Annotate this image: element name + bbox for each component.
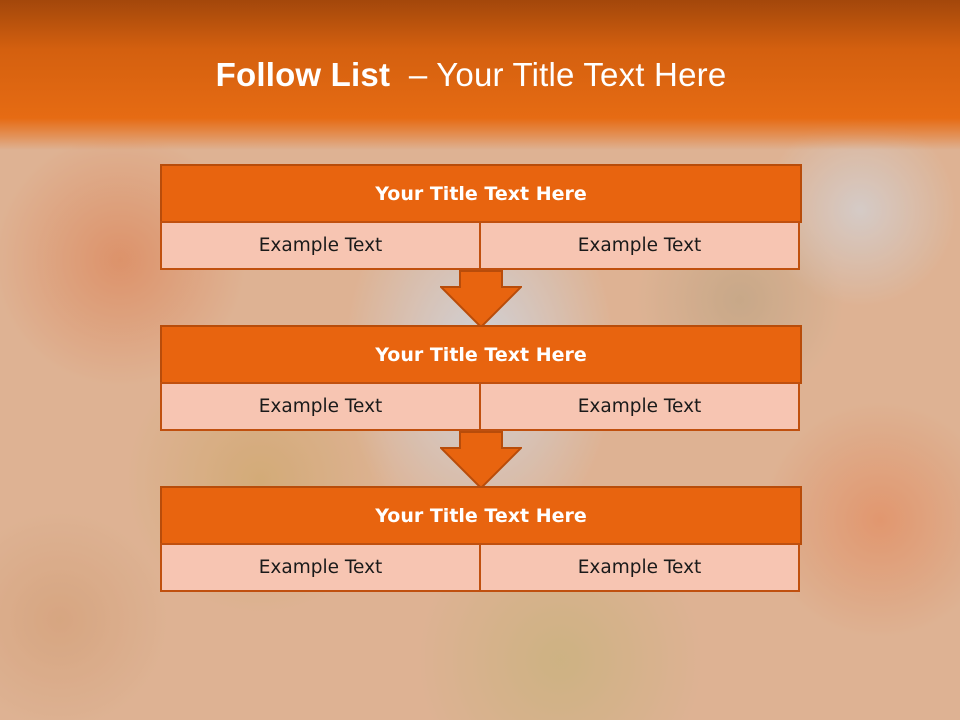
flow-step-2: Your Title Text Here Example Text Exampl… [160,325,802,431]
step-text-right: Example Text [479,221,800,270]
step-title: Your Title Text Here [160,486,802,545]
flow-step-3: Your Title Text Here Example Text Exampl… [160,486,802,592]
step-title: Your Title Text Here [160,325,802,384]
flow-step-1: Your Title Text Here Example Text Exampl… [160,164,802,270]
slide-title-bold: Follow List [215,56,391,93]
down-arrow-icon [440,270,522,328]
step-title: Your Title Text Here [160,164,802,223]
header-band [0,0,960,150]
slide-title: Follow List – Your Title Text Here [0,56,942,94]
step-text-left: Example Text [160,543,481,592]
down-arrow-icon [440,431,522,489]
step-text-right: Example Text [479,543,800,592]
step-text-left: Example Text [160,382,481,431]
step-text-left: Example Text [160,221,481,270]
step-text-right: Example Text [479,382,800,431]
slide-title-rest: – Your Title Text Here [408,56,727,93]
